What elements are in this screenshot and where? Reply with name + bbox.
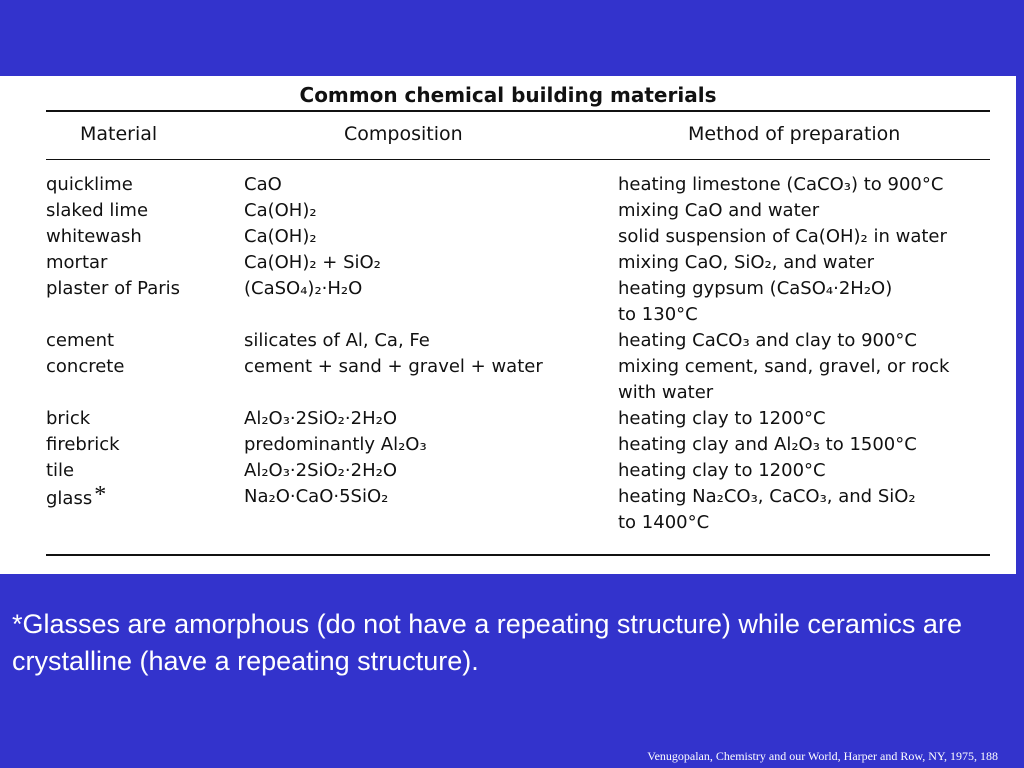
table-row: glass* Na₂O·CaO·5SiO₂ heating Na₂CO₃, Ca… bbox=[46, 482, 996, 536]
footnote: *Glasses are amorphous (do not have a re… bbox=[12, 609, 962, 676]
table-row: quicklime CaO heating limestone (CaCO₃) … bbox=[46, 172, 996, 198]
material-cell: glass* bbox=[46, 482, 107, 512]
material-cell: cement bbox=[46, 330, 115, 351]
composition-cell: (CaSO₄)₂·H₂O bbox=[244, 278, 363, 299]
table-body: quicklime CaO heating limestone (CaCO₃) … bbox=[46, 172, 996, 536]
method-cell: mixing cement, sand, gravel, or rock bbox=[618, 356, 950, 377]
material-cell: quicklime bbox=[46, 174, 133, 195]
composition-cell: CaO bbox=[244, 174, 282, 195]
material-cell: firebrick bbox=[46, 434, 120, 455]
header-material: Material bbox=[80, 123, 158, 145]
method-cell-continued: to 130°C bbox=[618, 304, 698, 325]
citation: Venugopalan, Chemistry and our World, Ha… bbox=[647, 749, 998, 763]
table-row: brick Al₂O₃·2SiO₂·2H₂O heating clay to 1… bbox=[46, 406, 996, 432]
table-row: tile Al₂O₃·2SiO₂·2H₂O heating clay to 12… bbox=[46, 458, 996, 484]
material-label: glass bbox=[46, 488, 93, 509]
material-cell: whitewash bbox=[46, 226, 142, 247]
composition-cell: Ca(OH)₂ bbox=[244, 200, 317, 221]
composition-cell: predominantly Al₂O₃ bbox=[244, 434, 427, 455]
composition-cell: silicates of Al, Ca, Fe bbox=[244, 330, 430, 351]
table-row: cement silicates of Al, Ca, Fe heating C… bbox=[46, 328, 996, 354]
glass-asterisk: * bbox=[94, 482, 107, 508]
composition-cell: Ca(OH)₂ bbox=[244, 226, 317, 247]
method-cell-continued: with water bbox=[618, 382, 714, 403]
method-cell: heating clay to 1200°C bbox=[618, 408, 826, 429]
method-cell: heating CaCO₃ and clay to 900°C bbox=[618, 330, 918, 351]
method-cell: mixing CaO, SiO₂, and water bbox=[618, 252, 875, 273]
table-row: mortar Ca(OH)₂ + SiO₂ mixing CaO, SiO₂, … bbox=[46, 250, 996, 276]
method-cell: mixing CaO and water bbox=[618, 200, 820, 221]
composition-cell: cement + sand + gravel + water bbox=[244, 356, 543, 377]
header-composition: Composition bbox=[344, 123, 463, 145]
table-panel: Common chemical building materials Mater… bbox=[0, 76, 1016, 574]
bottom-rule bbox=[46, 554, 990, 556]
method-cell: heating clay and Al₂O₃ to 1500°C bbox=[618, 434, 917, 455]
material-cell: slaked lime bbox=[46, 200, 149, 221]
composition-cell: Na₂O·CaO·5SiO₂ bbox=[244, 486, 389, 507]
composition-cell: Ca(OH)₂ + SiO₂ bbox=[244, 252, 381, 273]
method-cell-continued: to 1400°C bbox=[618, 512, 710, 533]
material-cell: mortar bbox=[46, 252, 108, 273]
material-cell: tile bbox=[46, 460, 75, 481]
table-row: concrete cement + sand + gravel + water … bbox=[46, 354, 996, 406]
table-row: slaked lime Ca(OH)₂ mixing CaO and water bbox=[46, 198, 996, 224]
material-cell: plaster of Paris bbox=[46, 278, 181, 299]
method-cell: heating gypsum (CaSO₄·2H₂O) bbox=[618, 278, 893, 299]
table-title: Common chemical building materials bbox=[299, 83, 717, 107]
header-rule bbox=[46, 159, 990, 160]
method-cell: heating clay to 1200°C bbox=[618, 460, 826, 481]
material-cell: concrete bbox=[46, 356, 125, 377]
header-method: Method of preparation bbox=[688, 123, 901, 145]
table-row: firebrick predominantly Al₂O₃ heating cl… bbox=[46, 432, 996, 458]
composition-cell: Al₂O₃·2SiO₂·2H₂O bbox=[244, 408, 397, 429]
composition-cell: Al₂O₃·2SiO₂·2H₂O bbox=[244, 460, 397, 481]
table-row: whitewash Ca(OH)₂ solid suspension of Ca… bbox=[46, 224, 996, 250]
method-cell: heating limestone (CaCO₃) to 900°C bbox=[618, 174, 944, 195]
top-rule bbox=[46, 110, 990, 112]
material-cell: brick bbox=[46, 408, 91, 429]
method-cell: solid suspension of Ca(OH)₂ in water bbox=[618, 226, 947, 247]
method-cell: heating Na₂CO₃, CaCO₃, and SiO₂ bbox=[618, 486, 916, 507]
table-row: plaster of Paris (CaSO₄)₂·H₂O heating gy… bbox=[46, 276, 996, 328]
